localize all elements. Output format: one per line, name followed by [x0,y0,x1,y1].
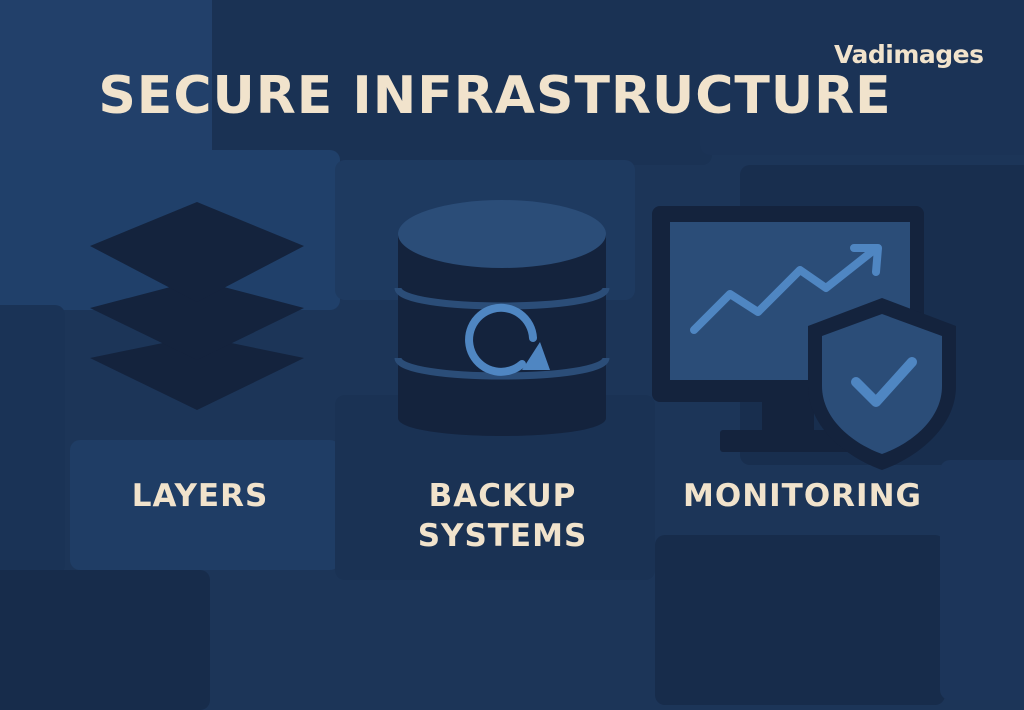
background-panel [0,570,210,710]
database-top [398,200,606,268]
background-panel [940,460,1024,700]
refresh-arrow-icon [465,303,537,376]
database-backup-icon [394,200,610,436]
monitor-base [720,430,856,452]
database-band-2 [394,356,610,380]
brand-watermark: Vadimages [834,40,984,69]
background-panel [0,305,65,575]
feature-label-layers: LAYERS [80,476,320,516]
feature-label-line-1: BACKUP [428,478,577,514]
trend-arrow-head [850,244,882,276]
feature-label-backup-systems: BACKUP SYSTEMS [380,476,625,556]
feature-label-text: LAYERS [131,478,269,514]
feature-label-line-2: SYSTEMS [417,518,588,554]
layers-icon [90,202,304,410]
background-panel [212,0,712,165]
background-panel [70,440,340,570]
background-panel [700,0,1024,155]
monitor-shield-icon [652,206,956,470]
feature-label-monitoring: MONITORING [670,476,935,516]
refresh-arrow-head [522,342,550,370]
database-body [398,234,606,436]
background-panel [655,535,945,705]
background-panel [0,0,230,155]
layer-middle [90,280,304,360]
layer-top [90,202,304,302]
shield-icon [822,314,942,454]
layer-bottom [90,336,304,410]
trend-line-icon [690,246,878,334]
checkmark-icon [851,357,917,407]
feature-label-text: MONITORING [683,478,922,514]
monitor-neck [762,402,814,432]
page-title: SECURE INFRASTRUCTURE [98,66,892,126]
